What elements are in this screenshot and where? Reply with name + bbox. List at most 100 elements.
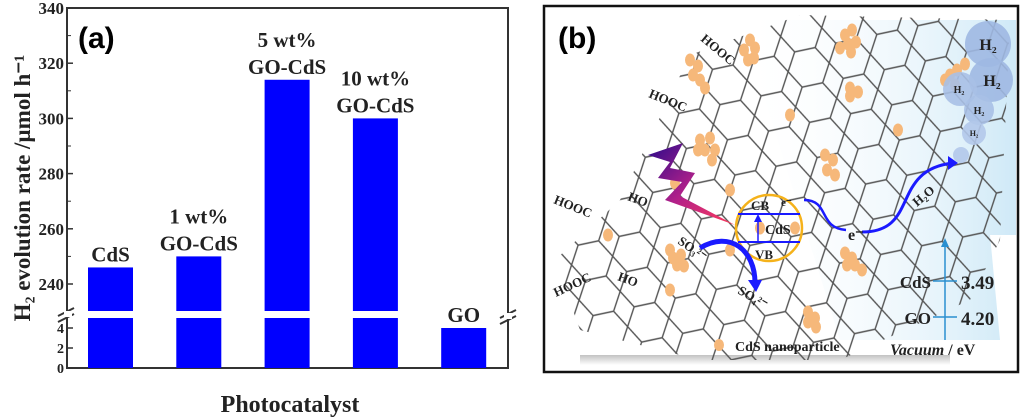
vacuum-italic: Vacuum xyxy=(890,342,944,359)
cds-level-name: CdS xyxy=(900,273,931,292)
h2-label: H₂ xyxy=(974,106,985,117)
h2o-label: H₂O xyxy=(909,182,937,209)
bars-group xyxy=(88,79,487,368)
panel-label-b: (b) xyxy=(558,22,596,55)
sheet-shadow xyxy=(580,355,950,365)
cds-particle xyxy=(676,248,686,262)
graphene-oxide-sheet xyxy=(555,15,1010,360)
cds-particle xyxy=(853,85,863,99)
cds-particle xyxy=(840,246,850,260)
y-tick-label: 240 xyxy=(39,275,65,294)
cds-particle xyxy=(822,163,832,177)
cds-particle xyxy=(705,131,715,145)
cds-particle xyxy=(695,73,705,87)
cds-particle xyxy=(845,89,855,103)
cds-particles-group xyxy=(603,23,970,334)
cds-particle xyxy=(828,153,838,167)
bar xyxy=(352,118,398,312)
cds-particle xyxy=(840,28,850,42)
h2-arrowhead xyxy=(948,156,958,170)
so3-label: SO₃²⁻ xyxy=(675,233,710,264)
electron-transfer-arrow xyxy=(803,198,847,232)
electron-label: e⁻ xyxy=(848,227,864,244)
h2-bubble xyxy=(965,21,1011,67)
vacuum-axis-arrowhead xyxy=(941,238,949,247)
cds-particle xyxy=(679,259,689,273)
go-level-value: 4.20 xyxy=(961,309,994,330)
bar-lower-segment xyxy=(352,318,398,368)
cds-particle xyxy=(820,148,830,162)
cds-particle xyxy=(810,311,820,325)
y-tick-label: 340 xyxy=(39,0,65,18)
y-tick-label: 320 xyxy=(39,54,65,73)
h2-bubble xyxy=(962,121,986,145)
cds-particle xyxy=(745,33,755,47)
cds-particle xyxy=(945,68,955,82)
cds-particle xyxy=(665,283,675,297)
axis-break-gap-right xyxy=(504,313,512,319)
cds-particle xyxy=(811,320,821,334)
cds-particle xyxy=(857,263,867,277)
cds-particle xyxy=(960,57,970,71)
cb-label: CB xyxy=(751,198,769,213)
cds-particle xyxy=(688,68,698,82)
h2-label: H₂ xyxy=(970,129,979,138)
vacuum-unit: / eV xyxy=(944,342,976,359)
bar-lower-segment xyxy=(264,318,310,368)
hooc-label: HOOC xyxy=(552,192,594,221)
h2-bubble xyxy=(943,72,977,106)
axis-break-gap-left xyxy=(64,311,72,317)
cds-particle xyxy=(750,41,760,55)
cds-level-value: 3.49 xyxy=(961,273,994,294)
bar xyxy=(441,328,487,368)
bar-label: GO-CdS xyxy=(248,55,326,79)
cds-particle xyxy=(693,143,703,157)
h2-bubbles xyxy=(943,21,1013,163)
cds-particle xyxy=(845,81,855,95)
excitation-arrowhead xyxy=(754,214,762,222)
cds-particle xyxy=(835,41,845,55)
cds-particle xyxy=(743,53,753,67)
x-axis-label: Photocatalyst xyxy=(221,392,360,418)
cds-particle xyxy=(755,221,765,235)
cds-particle xyxy=(668,251,678,265)
so4-label: SO₄²⁻ xyxy=(736,283,771,312)
cds-particle xyxy=(672,258,682,272)
cds-band-circle xyxy=(734,193,804,263)
panel-b-frame xyxy=(542,4,1020,374)
cds-particle xyxy=(843,37,853,51)
y-tick-label: 260 xyxy=(39,220,65,239)
cds-particle xyxy=(725,183,735,197)
cds-particle xyxy=(710,143,720,157)
cds-particle xyxy=(739,43,749,57)
hooc-label: HOOC xyxy=(647,86,689,115)
cds-particle xyxy=(952,63,962,77)
bar-label: GO-CdS xyxy=(336,93,414,117)
cds-particle xyxy=(749,51,759,65)
cds-particle xyxy=(847,251,857,265)
bar-lower-segment xyxy=(88,318,133,368)
cds-particle xyxy=(850,258,860,272)
ho-label: HO xyxy=(626,189,650,210)
cds-particle xyxy=(851,35,861,49)
cds-particle xyxy=(830,168,840,182)
cds-particle xyxy=(700,81,710,95)
cds-particle xyxy=(665,243,675,257)
bar-label: 5 wt% xyxy=(258,28,317,52)
cds-particle xyxy=(803,315,813,329)
y-axis-label: H₂ evolution rate /µmol h⁻¹ xyxy=(10,55,35,322)
hooc-label: HOOC xyxy=(698,31,738,68)
y-tick-label: 0 xyxy=(57,362,64,377)
h2-bubble xyxy=(953,147,969,163)
y-tick-label: 4 xyxy=(57,322,64,337)
bar-label: 1 wt% xyxy=(169,204,228,228)
cds-particle xyxy=(846,45,856,59)
cds-particle xyxy=(847,23,857,37)
bar-label: GO xyxy=(447,303,480,327)
bar-lower-segment xyxy=(176,318,222,368)
so4-arrowhead xyxy=(748,280,762,292)
ho-label: HO xyxy=(616,269,640,290)
